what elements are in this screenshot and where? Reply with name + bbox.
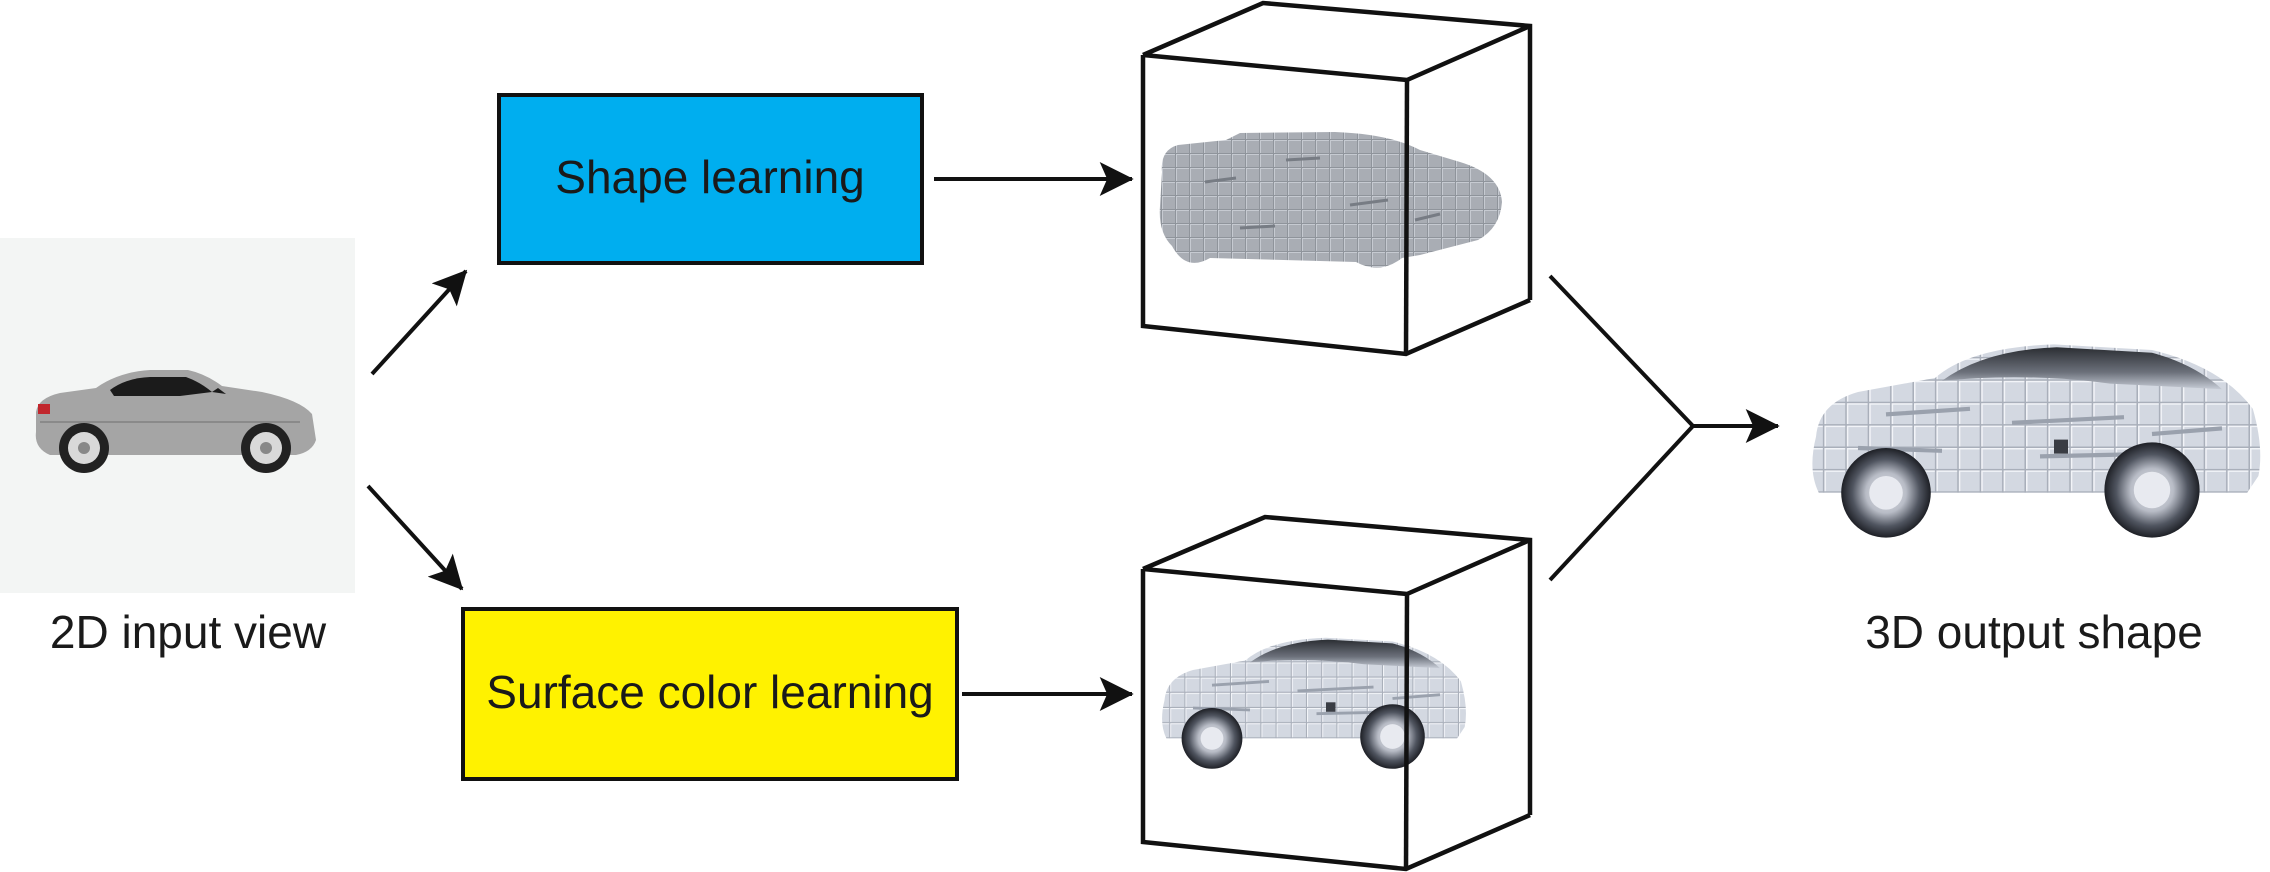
shape-learning-box [497, 93, 924, 265]
output-voxel-car-icon [1812, 344, 2260, 537]
merge-line-top [1548, 274, 1695, 428]
color-volume-cube [1140, 514, 1533, 872]
arrow-input-to-color [366, 484, 464, 591]
color-learning-box [461, 607, 959, 781]
color-learning-label: Surface color learning [486, 666, 933, 718]
color-learning-node: Surface color learning [461, 607, 959, 781]
shape-volume-cube [1140, 0, 1533, 357]
merge-line-bottom [1548, 424, 1695, 582]
input-caption: 2D input view [50, 606, 327, 658]
shape-learning-node: Shape learning [497, 93, 924, 265]
colored-voxel-car-icon [1160, 636, 1468, 771]
shape-learning-label: Shape learning [555, 151, 864, 203]
input-view-image [0, 238, 355, 593]
output-caption: 3D output shape [1865, 606, 2203, 658]
gray-voxel-car-icon [1159, 132, 1502, 268]
arrow-input-to-shape [370, 269, 468, 376]
input-car-icon [35, 370, 317, 473]
